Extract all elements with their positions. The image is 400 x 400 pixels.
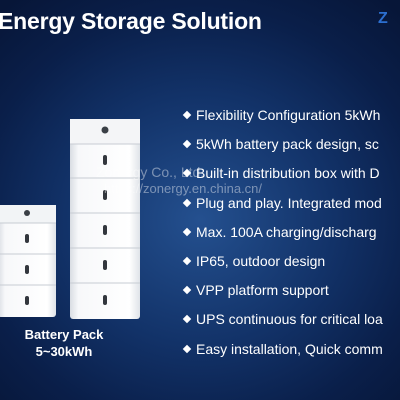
feature-item: UPS continuous for critical loa [182,307,400,336]
feature-item: Built-in distribution box with D [182,161,400,190]
diamond-bullet-icon [182,169,192,178]
brand-logo-icon: Z [378,10,388,27]
feature-item: Max. 100A charging/discharg [182,220,400,249]
product-caption-name: Battery Pack [24,327,104,342]
diamond-bullet-icon [182,344,192,353]
page-title: Energy Storage Solution [0,8,262,34]
product-caption-capacity: 5~30kWh [35,344,93,359]
feature-item: 5kWh battery pack design, sc [182,132,400,161]
feature-item: Easy installation, Quick comm [182,337,400,366]
diamond-bullet-icon [182,256,192,266]
feature-item: Flexibility Configuration 5kWh [182,103,400,132]
diamond-bullet-icon [182,198,192,207]
diamond-bullet-icon [182,227,192,236]
watermark-company: Zonergy Co., Ltd. [96,164,205,180]
feature-item: Plug and play. Integrated mod [182,191,400,220]
feature-item: VPP platform support [182,278,400,307]
small-battery-stack [0,205,56,317]
diamond-bullet-icon [182,315,192,324]
diamond-bullet-icon [182,110,192,120]
diamond-bullet-icon [182,139,192,149]
watermark-url: https://zonergy.en.china.cn/ [104,181,263,196]
diamond-bullet-icon [182,285,192,295]
large-battery-stack [70,119,140,319]
feature-item: IP65, outdoor design [182,249,400,278]
feature-list: Flexibility Configuration 5kWh 5kWh batt… [182,103,400,366]
